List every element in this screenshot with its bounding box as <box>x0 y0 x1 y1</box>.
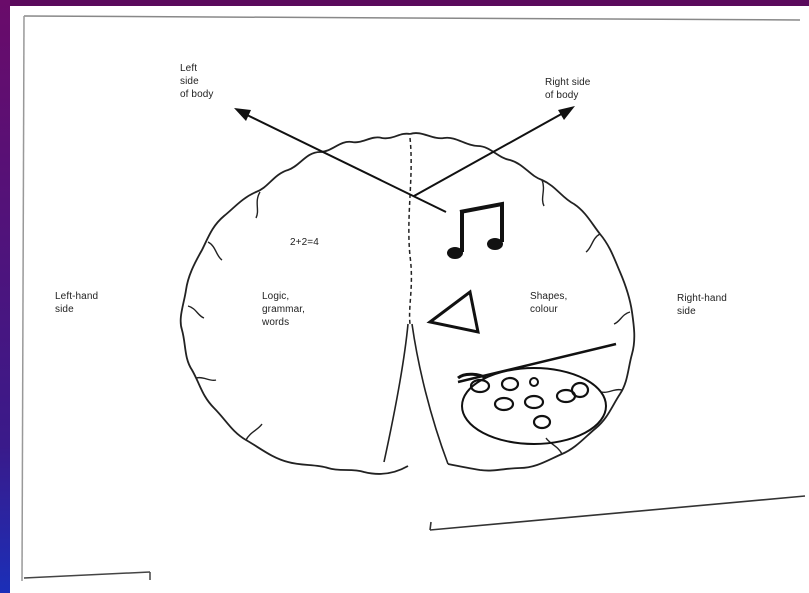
left-hand-side-label: Left-hand side <box>55 290 98 316</box>
lower-fissure-left <box>384 324 408 462</box>
arrow-to-left-body <box>245 114 446 212</box>
equation-label: 2+2=4 <box>290 236 319 249</box>
central-fissure <box>409 138 412 324</box>
logic-grammar-words-label: Logic, grammar, words <box>262 290 305 329</box>
paint-palette-icon <box>458 344 616 444</box>
arrow-head-right <box>558 106 575 120</box>
arrow-head-left <box>234 108 251 121</box>
music-note-icon <box>447 204 503 259</box>
left-body-label: Left side of body <box>180 62 214 101</box>
triangle-icon <box>430 292 478 332</box>
page-left-edge <box>22 16 24 581</box>
lower-fissure-right <box>412 324 448 464</box>
slide-accent-band <box>0 0 10 593</box>
right-body-label: Right side of body <box>545 76 590 102</box>
scanned-figure: Left side of body Right side of body 2+2… <box>10 6 809 593</box>
page-bottom-edge-right <box>430 496 805 530</box>
page-bottom-edge-left <box>24 572 150 578</box>
right-hand-side-label: Right-hand side <box>677 292 727 318</box>
shapes-colour-label: Shapes, colour <box>530 290 567 316</box>
page-top-edge <box>24 16 800 20</box>
